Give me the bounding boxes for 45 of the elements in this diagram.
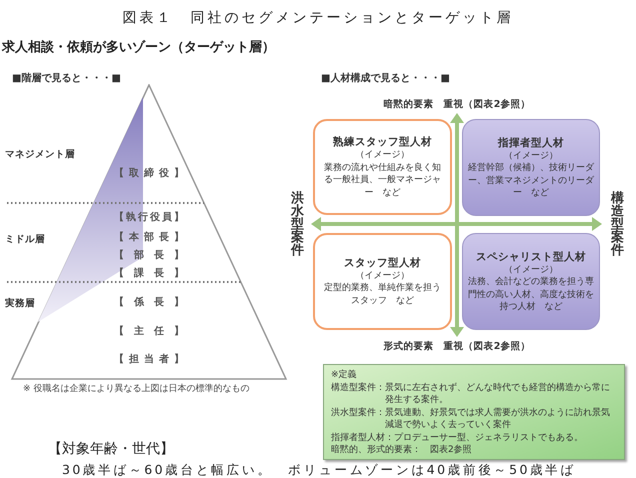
axis-label: 洪水型案件 [291,192,304,257]
layer-label: マネジメント層 [5,149,75,161]
footnote: ※ 役職名は企業により異なる上図は日本の標準的なもの [23,383,250,395]
card-title: 指揮者型人材 [498,136,564,150]
card-subtitle: （イメージ） [504,264,558,276]
card-description: 業務の流れや仕組みを良く知る一般社員、一般マネージャー など [323,162,442,199]
subheading: ■人材構成で見ると・・・■ [321,72,450,85]
body-text: 30歳半ば～60歳台と幅広い。 ボリュームゾーンは40歳前後～50歳半ば [62,462,576,477]
card-title: スペシャリスト型人材 [476,250,586,264]
card-subtitle: （イメージ） [356,270,410,282]
card-description: 経営幹部（候補）、技術リーダー、営業マネジメントのリーダー など [468,162,594,200]
job-title-label: 【取締役】 [114,166,184,180]
job-title-label: 【部長】 [114,248,184,262]
figure-title: 図表１ 同社のセグメンテーションとターゲット層 [122,9,514,27]
card-description: 定型的業務、単純作業を担うスタッフ など [323,282,442,308]
card-description: 法務、会計などの業務を担う専門性の高い人材、高度な技術を持つ人材 など [468,276,594,314]
axis-label: 暗黙的要素 重視（図表2参照） [384,99,530,111]
axis-label: 構造型案件 [611,192,624,257]
hierarchy-pyramid [4,84,288,396]
definition-text: 指揮者型人材：プロデューサー型、ジェネラリストでもある。 [331,432,584,444]
definition-text: 構造型案件：景気に左右されず、どんな時代でも経営的構造から常に発生する案件。 [331,382,611,406]
card-title: 熟練スタッフ型人材 [333,135,432,149]
job-title-label: 【課長】 [114,266,184,280]
layer-label: 実務層 [5,298,35,310]
section-heading: 【対象年齢・世代】 [48,441,174,458]
layer-label: ミドル層 [5,234,45,246]
subheading: ■階層で見ると・・・■ [12,72,121,85]
job-title-label: 【主任】 [114,324,184,338]
panel-heading: ※定義 [331,369,358,382]
card-subtitle: （イメージ） [504,150,558,162]
job-title-label: 【執行役員】 [114,210,184,224]
section-heading: 求人相談・依頼が多いゾーン（ターゲット層） [2,40,275,56]
card-title: スタッフ型人材 [344,256,421,270]
job-title-label: 【本部長】 [114,230,184,244]
definition-text: 暗黙的、形式的要素： 図表2参照 [331,444,473,456]
category-card [313,233,452,330]
category-card [462,119,600,216]
definition-panel [323,364,625,460]
job-title-label: 【担当者】 [114,352,184,366]
job-title-label: 【係長】 [114,296,184,308]
card-subtitle: （イメージ） [356,149,410,162]
category-card [462,233,600,330]
axis-label: 形式的要素 重視（図表2参照） [384,341,530,353]
definition-text: 洪水型案件：景気連動、好景気では求人需要が洪水のように訪れ景気減退で勢いよく去っていく案件 [331,406,611,432]
category-card [313,119,452,215]
